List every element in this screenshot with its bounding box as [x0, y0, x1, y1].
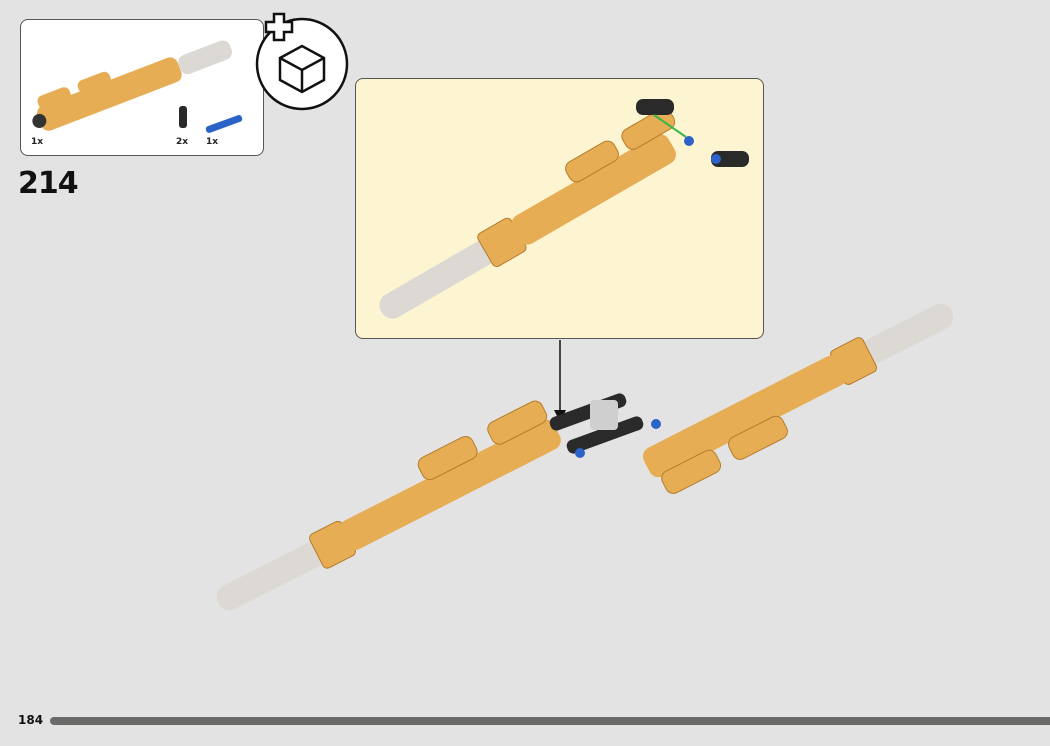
parts-list-box: 1x 2x 1x [20, 19, 264, 156]
blue-axle-pin [205, 115, 243, 133]
add-new-submodel-icon [255, 12, 349, 111]
step-number: 214 [18, 166, 79, 201]
black-pin-connector [179, 106, 187, 128]
tan-beam [37, 57, 182, 131]
qty-pin: 1x [206, 137, 219, 147]
down-arrow-icon [554, 410, 566, 422]
page-number: 184 [18, 713, 44, 727]
center-connectors [549, 393, 661, 458]
parts-illustration [32, 40, 243, 133]
insert-arrow [653, 114, 687, 138]
gray-end [178, 40, 232, 75]
qty-connector: 2x [176, 137, 189, 147]
callout-illustration [379, 99, 749, 319]
callout-box [355, 78, 764, 339]
qty-beam: 1x [31, 137, 44, 147]
progress-bar [50, 717, 1050, 725]
